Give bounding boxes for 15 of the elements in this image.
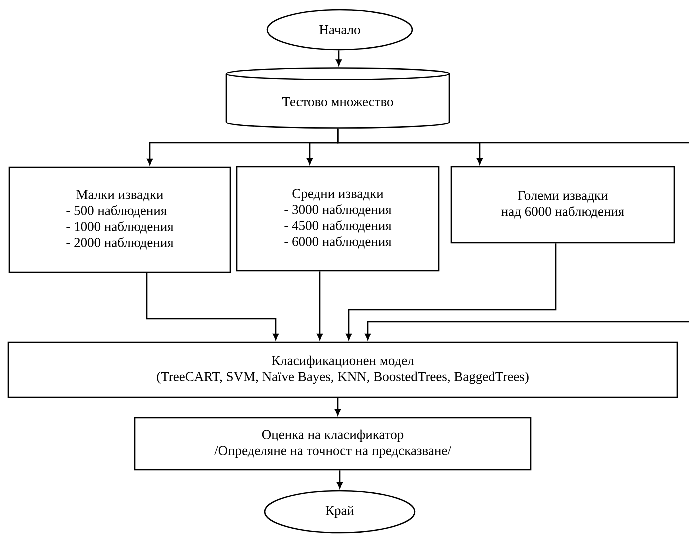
arrow bbox=[337, 470, 343, 489]
terminal-oval: Начало bbox=[266, 9, 414, 51]
arrow bbox=[365, 321, 689, 340]
arrow bbox=[335, 398, 341, 416]
process-box: Оценка на класификатор /Определяне на точност на предсказване/ bbox=[134, 417, 532, 471]
arrow bbox=[336, 50, 342, 66]
process-box: Големи извадки над 6000 наблюдения bbox=[450, 166, 676, 244]
process-box: Класификационен модел (TreeCART, SVM, Naïve Bayes, KNN, BoostedTrees, BaggedTrees) bbox=[8, 342, 678, 398]
process-box: Малки извадки - 500 наблюдения - 1000 наблюдения - 2000 наблюдения bbox=[8, 166, 232, 274]
arrow bbox=[346, 244, 557, 340]
arrow bbox=[146, 273, 279, 340]
arrow bbox=[317, 272, 323, 340]
database-cylinder: Тестово множество bbox=[226, 68, 450, 129]
process-box: Средни извадки - 3000 наблюдения - 4500 наблюдения - 6000 наблюдения bbox=[236, 166, 440, 272]
terminal-oval: Край bbox=[264, 490, 416, 534]
